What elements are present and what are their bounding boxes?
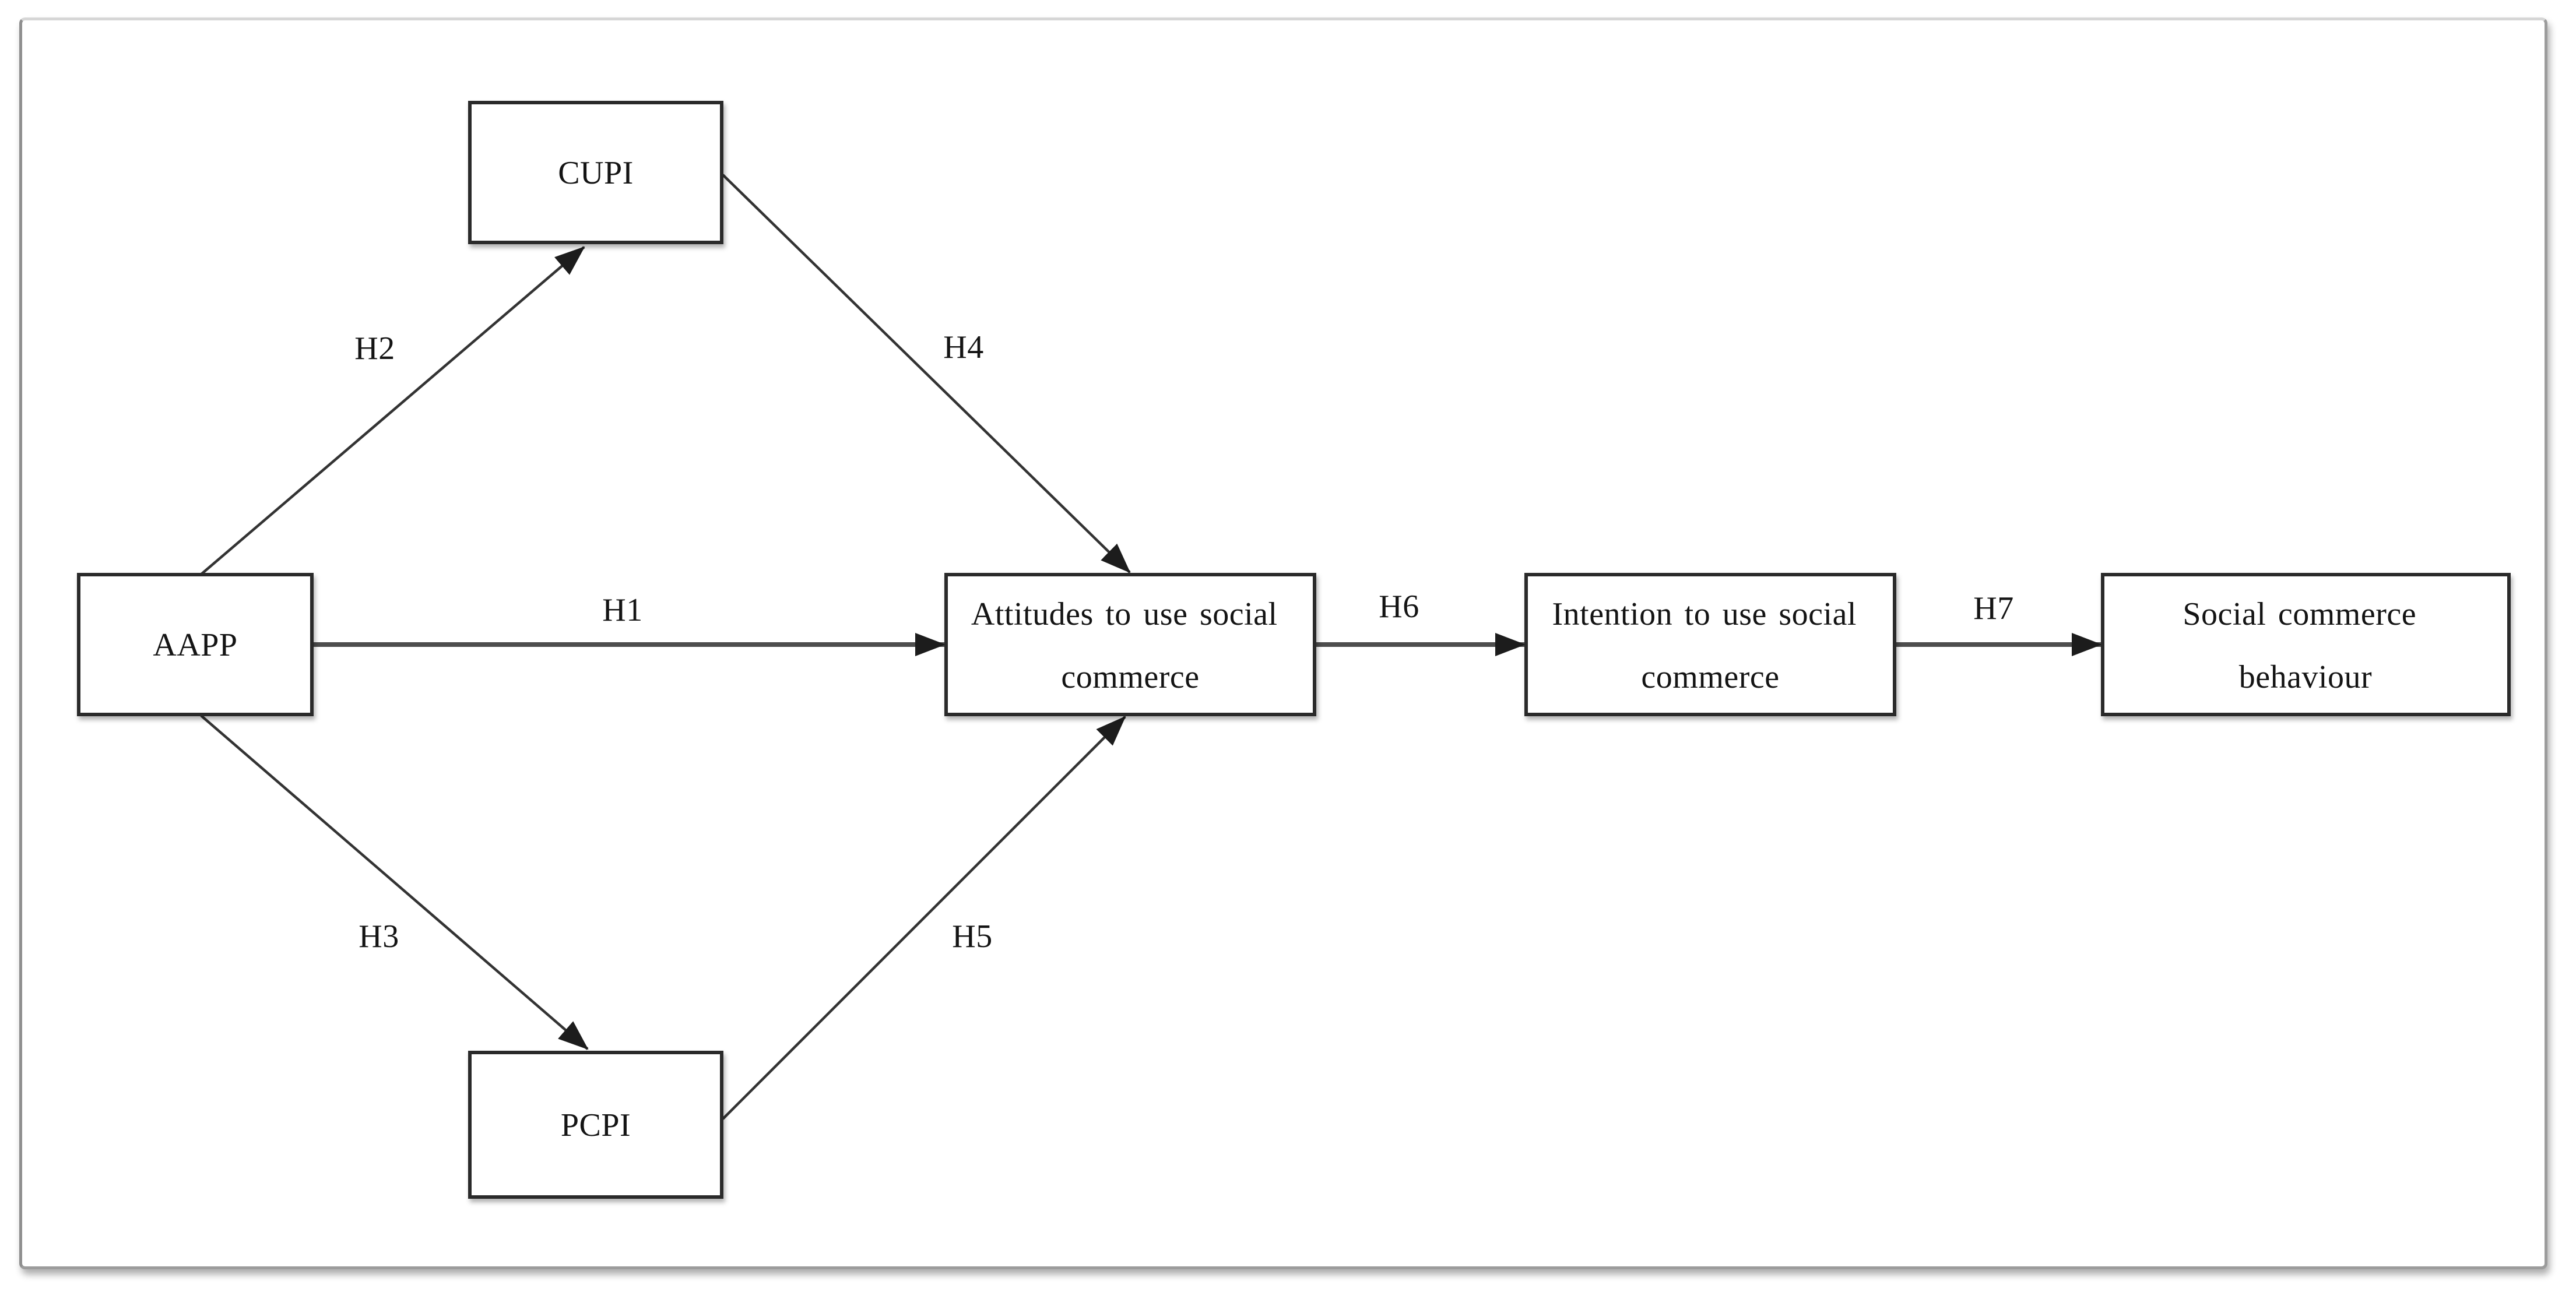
node-attitudes-label: Attitudes to use social commerce [971,596,1289,695]
node-aapp-label: AAPP [153,627,237,663]
node-cupi-box [468,101,723,244]
node-behaviour: Social commerce behaviour [2101,573,2511,716]
node-cupi: CUPI [468,101,723,244]
edge-label-h2: H2 [354,330,395,367]
node-aapp: AAPP [77,573,314,716]
edge-group [198,174,2102,1120]
edge-h4-arrow [722,174,1131,573]
node-cupi-label: CUPI [558,155,634,191]
node-intention: Intention to use social commerce [1524,573,1896,716]
edge-h5-arrow [722,716,1126,1120]
node-behaviour-label: Social commerce behaviour [2183,596,2428,695]
node-behaviour-label-line1: Social commerce [2183,596,2416,632]
node-behaviour-label-line2: behaviour [2239,659,2372,695]
node-pcpi: PCPI [468,1051,723,1199]
edge-label-h7: H7 [1973,590,2013,626]
node-intention-label-line2: commerce [1641,659,1779,695]
edge-h3-arrow [200,714,589,1050]
node-attitudes-label-line1: Attitudes to use social [971,596,1278,632]
node-attitudes-label-line2: commerce [1061,659,1199,695]
node-aapp-box [77,573,314,716]
edge-label-h6: H6 [1379,589,1419,625]
node-behaviour-box [2101,573,2511,716]
edge-label-h1: H1 [602,592,642,628]
edge-label-group: H1 H2 H3 H4 H5 H6 H7 [354,329,2013,955]
node-intention-box [1524,573,1896,716]
node-intention-label-line1: Intention to use social [1552,596,1857,632]
edge-h2-arrow [198,246,585,577]
node-attitudes-box [944,573,1316,716]
node-attitudes: Attitudes to use social commerce [944,573,1316,716]
edge-label-h4: H4 [943,329,983,365]
node-pcpi-label: PCPI [561,1107,631,1143]
edge-label-h5: H5 [952,918,992,955]
node-intention-label: Intention to use social commerce [1552,596,1868,695]
node-pcpi-box [468,1051,723,1199]
edge-label-h3: H3 [359,918,399,955]
